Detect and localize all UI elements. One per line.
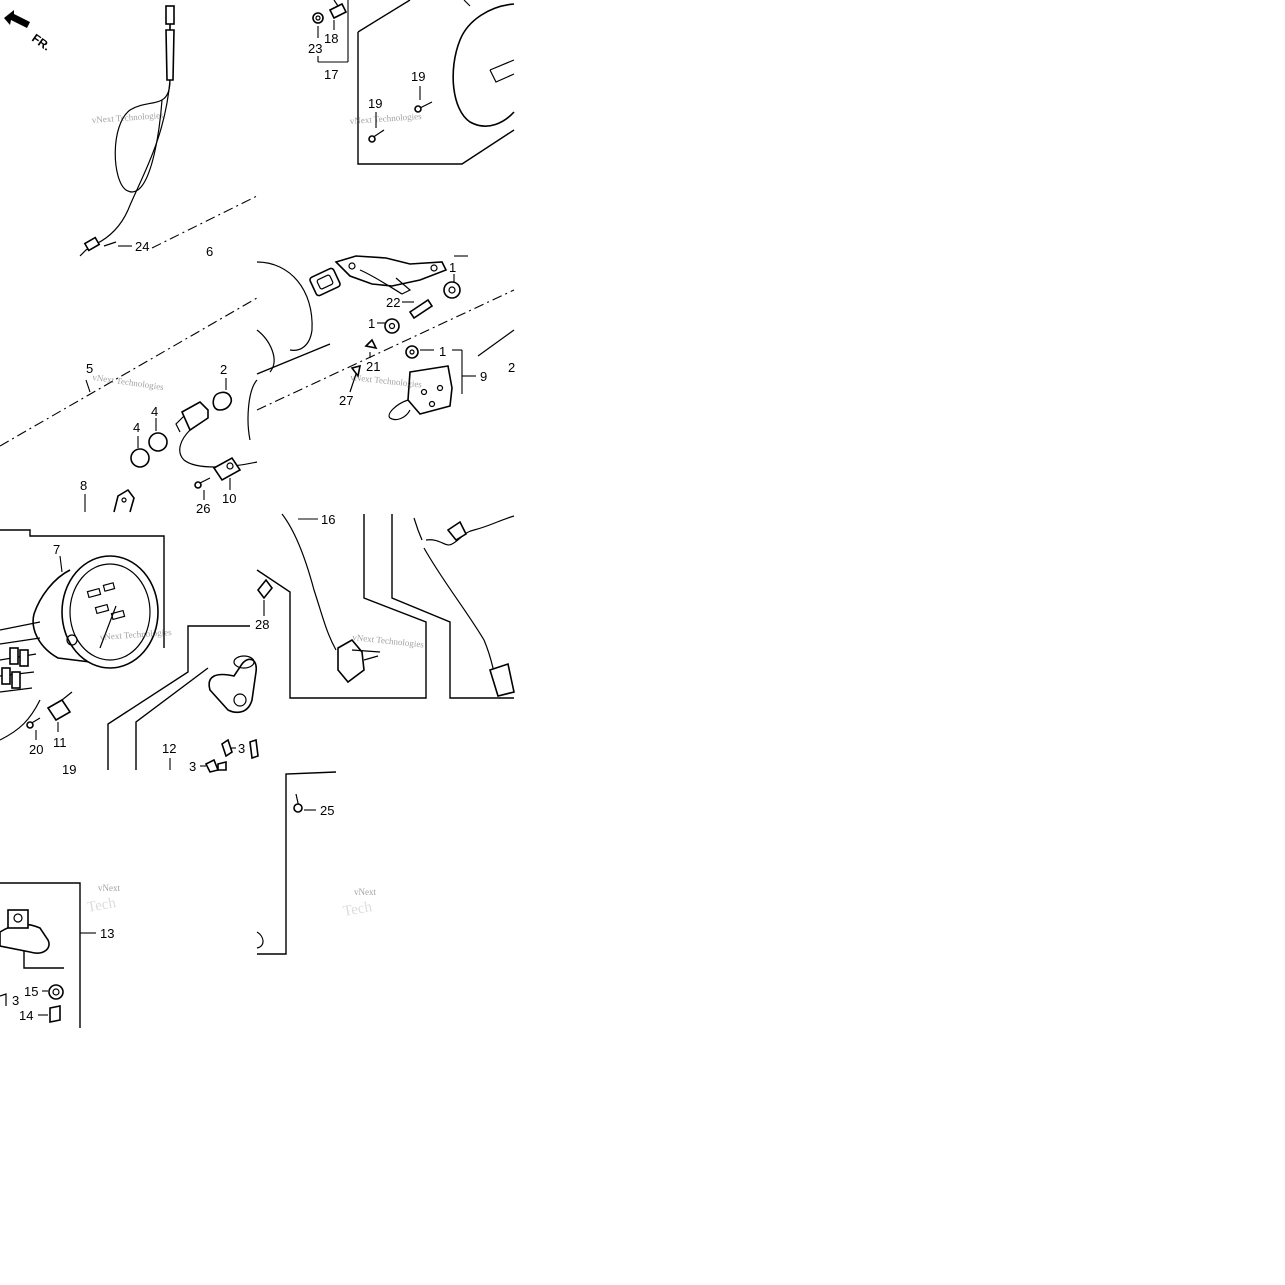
tile-tachometer-case: 23 18 17 19 19 vNext Technologies — [308, 0, 515, 165]
callout-9: 9 — [480, 369, 487, 384]
lens-4-left — [130, 448, 150, 468]
bolt-27 — [349, 364, 362, 393]
grommet-15 — [48, 984, 64, 1000]
wire-harness-right — [413, 515, 515, 697]
collar-14 — [49, 1005, 61, 1023]
watermark: vNext Technologies — [91, 110, 164, 125]
callout-17: 17 — [324, 67, 338, 82]
meter-case-part — [452, 3, 515, 127]
washer-23 — [312, 12, 324, 24]
watermark: vNext Technologies — [352, 632, 425, 650]
housing-bracket-part — [208, 655, 258, 714]
tile-speedometer-cable: FR. 24 6 vNext Technologies — [4, 5, 258, 259]
callout-26: 26 — [196, 501, 210, 516]
callout-18: 18 — [324, 31, 338, 46]
screw-20 — [26, 717, 41, 729]
watermark-tail: Tech — [86, 895, 118, 916]
grommet-18 — [328, 0, 348, 20]
callout-4-left: 4 — [133, 420, 140, 435]
callout-3-c: 3 — [12, 993, 19, 1008]
callout-7: 7 — [53, 542, 60, 557]
callout-11: 11 — [53, 735, 67, 750]
callout-27: 27 — [339, 393, 353, 408]
collar-22 — [408, 298, 434, 320]
connector-28 — [256, 578, 274, 600]
nut-1-low — [405, 345, 419, 359]
front-marker-label: FR. — [29, 31, 53, 54]
bulb-3-b — [204, 758, 220, 773]
tile-meter-assembly: 7 11 20 28 — [0, 529, 274, 777]
callout-15: 15 — [24, 984, 38, 999]
callout-1-top: 1 — [449, 260, 456, 275]
tile-lower-housing: 13 15 14 3 vNext Tech — [0, 882, 120, 1028]
callout-5: 5 — [86, 361, 93, 376]
callout-2: 2 — [220, 362, 227, 377]
long-bolt-part — [477, 329, 515, 357]
callout-3-b: 3 — [189, 759, 196, 774]
tile-harness: 16 vNext Technologies — [256, 512, 515, 699]
socket-11 — [46, 691, 73, 722]
screw-19-lower — [368, 129, 385, 143]
callout-1-mid: 1 — [368, 316, 375, 331]
callout-3-a: 3 — [238, 741, 245, 756]
rubber-pad-part — [309, 267, 341, 297]
nut-1-mid — [384, 318, 400, 334]
callout-10: 10 — [222, 491, 236, 506]
screw-24 — [103, 241, 117, 247]
housing-13 — [0, 909, 50, 954]
sub-harness-16 — [281, 513, 381, 684]
callout-4-right: 4 — [151, 404, 158, 419]
bulb-socket-part — [175, 401, 258, 468]
watermark-short: vNext — [354, 887, 376, 897]
watermark: vNext Technologies — [92, 372, 165, 392]
clamp-10 — [212, 456, 242, 482]
upper-bracket-part — [334, 255, 448, 295]
callout-20: 20 — [29, 742, 43, 757]
callout-14: 14 — [19, 1008, 33, 1023]
callout-1-low: 1 — [439, 344, 446, 359]
wire-harness-part — [0, 621, 41, 741]
callout-19-upper: 19 — [411, 69, 425, 84]
bulb-3-a — [221, 738, 233, 758]
bracket-8 — [113, 488, 135, 513]
callout-24: 24 — [135, 239, 149, 254]
screw-21 — [364, 338, 378, 350]
callout-16: 16 — [321, 512, 335, 527]
screw-26 — [194, 477, 211, 489]
nut-1-top — [443, 281, 461, 299]
screw-19-upper — [414, 101, 433, 113]
bulb-2 — [212, 391, 233, 411]
callout-6: 6 — [206, 244, 213, 259]
callout-8: 8 — [80, 478, 87, 493]
watermark-short: vNext — [98, 883, 120, 893]
speedometer-cable-part — [79, 5, 175, 257]
callout-12: 12 — [162, 741, 176, 756]
callout-edge-19: 19 — [62, 762, 76, 777]
callout-21: 21 — [366, 359, 380, 374]
callout-2-edge: 2 — [508, 360, 515, 375]
screw-25 — [293, 793, 303, 813]
tile-bulbs: 5 vNext Technologies 2 4 4 10 — [0, 297, 258, 516]
callout-28: 28 — [255, 617, 269, 632]
lower-bracket-9 — [388, 365, 453, 421]
watermark: vNext Technologies — [349, 111, 422, 126]
callout-25: 25 — [320, 803, 334, 818]
callout-13: 13 — [100, 926, 114, 941]
speedometer-7 — [32, 555, 159, 669]
callout-19-lower: 19 — [368, 96, 382, 111]
tile-stay: 1 22 1 21 1 9 27 — [256, 255, 515, 421]
tile-screw: 25 vNext Tech — [256, 771, 376, 955]
lens-4-right — [148, 432, 168, 452]
callout-22: 22 — [386, 295, 400, 310]
watermark-tail: Tech — [342, 899, 374, 920]
front-arrow-icon — [4, 10, 30, 28]
callout-23: 23 — [308, 41, 322, 56]
